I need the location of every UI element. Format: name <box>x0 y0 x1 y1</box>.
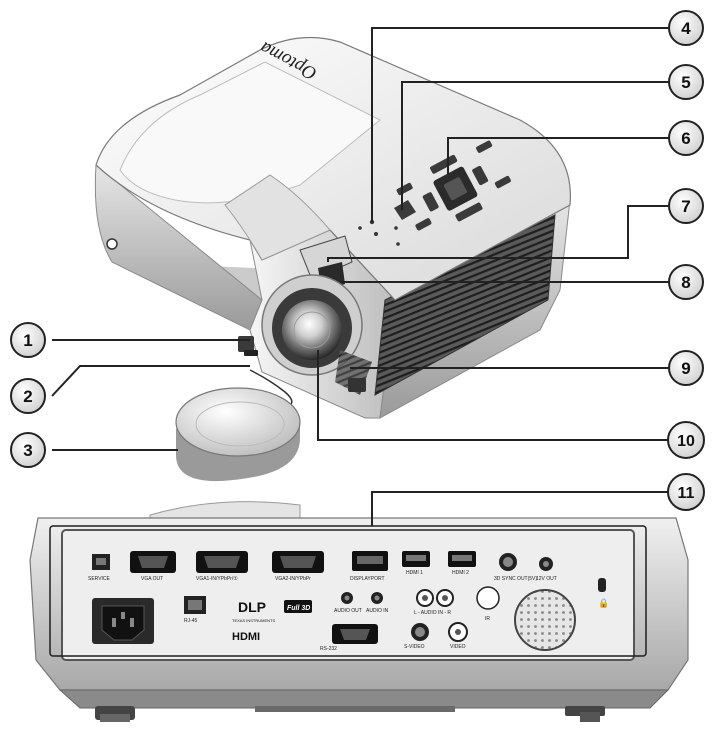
key-left[interactable] <box>422 191 439 212</box>
label-rs232: RS-232 <box>320 646 337 652</box>
callout-1: 1 <box>10 322 46 358</box>
power-button[interactable] <box>394 200 416 220</box>
leader-2 <box>51 365 250 397</box>
svg-text:2: 2 <box>23 387 32 406</box>
label-displayport: DISPLAYPORT <box>350 576 385 582</box>
led-5 <box>396 242 400 246</box>
projector-front-view: Optoma <box>94 37 572 482</box>
key-up[interactable] <box>429 154 458 174</box>
svg-text:10: 10 <box>677 433 695 450</box>
key-keystone[interactable] <box>494 175 511 189</box>
kensington-lock[interactable] <box>598 578 606 592</box>
leader-4 <box>371 27 668 222</box>
callout-8: 8 <box>668 264 704 300</box>
callout-4: 4 <box>668 10 704 46</box>
svg-text:3: 3 <box>23 441 32 460</box>
callout-7: 7 <box>668 188 704 224</box>
zoom-lever[interactable] <box>299 235 353 281</box>
label-audio-out: AUDIO OUT <box>334 608 362 614</box>
svg-text:5: 5 <box>681 73 690 92</box>
leader-5 <box>401 81 668 210</box>
svg-text:1: 1 <box>23 331 32 350</box>
full3d-badge <box>284 600 312 613</box>
leader-11 <box>371 491 668 526</box>
leader-7 <box>327 205 668 262</box>
label-audio-in: AUDIO IN <box>366 608 389 614</box>
label-service: SERVICE <box>88 576 111 582</box>
callout-2: 2 <box>10 378 46 414</box>
projector-rear-view: SERVICE VGA OUT VGA1-IN/YPbPr/① VGA2-IN/… <box>29 501 689 722</box>
svg-text:9: 9 <box>681 359 690 378</box>
body-left-side <box>94 163 263 331</box>
leader-lines <box>51 27 668 526</box>
ti-logo: TEXAS INSTRUMENTS <box>232 618 275 623</box>
led-2 <box>374 232 378 236</box>
leader-10 <box>317 350 668 441</box>
tilt-adjuster-foot[interactable] <box>238 336 254 352</box>
lens <box>282 300 342 360</box>
ir-receiver-rear <box>476 586 500 610</box>
control-keypad <box>396 140 511 231</box>
label-hdmi2: HDMI 2 <box>452 570 469 576</box>
label-s-video: S-VIDEO <box>404 644 425 650</box>
callout-9: 9 <box>668 350 704 386</box>
speaker-grille <box>514 589 576 651</box>
label-ir: IR <box>485 616 490 622</box>
ir-receiver-front <box>106 238 118 250</box>
svg-text:8: 8 <box>681 273 690 292</box>
label-vga1-in: VGA1-IN/YPbPr/① <box>196 576 238 582</box>
callout-11: 11 <box>667 473 705 511</box>
svg-text:11: 11 <box>678 485 695 502</box>
svg-text:6: 6 <box>681 129 690 148</box>
svg-text:7: 7 <box>681 197 690 216</box>
hdmi-logo: HDMI <box>232 631 260 643</box>
callout-3: 3 <box>10 432 46 468</box>
label-video: VIDEO <box>450 644 466 650</box>
key-down[interactable] <box>455 202 483 222</box>
key-source[interactable] <box>415 217 432 231</box>
full3d-logo: Full 3D <box>287 605 310 612</box>
led-3 <box>358 226 362 230</box>
callout-10: 10 <box>667 421 705 459</box>
label-vga2-in: VGA2-IN/YPbPr <box>275 576 311 582</box>
callout-5: 5 <box>668 64 704 100</box>
key-right[interactable] <box>471 165 489 186</box>
lock-icon: 🔒 <box>598 598 609 608</box>
lens-cap[interactable] <box>175 387 301 482</box>
label-hdmi1: HDMI 1 <box>406 570 423 576</box>
label-vga-out: VGA OUT <box>141 576 163 582</box>
label-3d-sync: 3D SYNC OUT(5V) <box>494 576 537 582</box>
label-audio-lr: L - AUDIO IN - R <box>414 610 451 616</box>
io-panel-frame <box>49 525 647 657</box>
label-rj45: RJ-45 <box>184 618 198 624</box>
leader-6 <box>447 137 668 175</box>
svg-text:4: 4 <box>681 19 691 38</box>
key-resync[interactable] <box>475 140 493 154</box>
dlp-logo: DLP <box>238 599 266 615</box>
callout-6: 6 <box>668 120 704 156</box>
label-12v-out: 12V OUT <box>536 576 557 582</box>
key-menu[interactable] <box>396 182 413 196</box>
led-4 <box>394 226 398 230</box>
